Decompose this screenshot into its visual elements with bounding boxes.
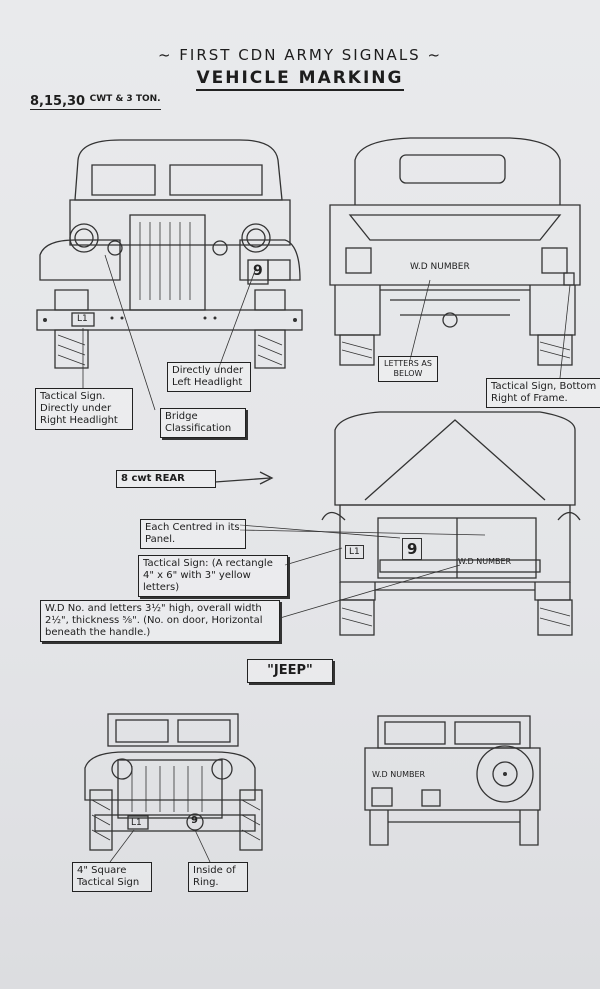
rear8-wd-number: W.D NUMBER [458,557,512,566]
rear-arrow [214,471,274,485]
jeep-rear-drawing [364,715,541,846]
jeep-bridge-number: 9 [191,815,198,826]
leader-wd-door [279,564,461,619]
jeep-front-drawing [84,713,263,851]
leader-wd-rear [409,279,431,361]
rear8-tactical-plate: L1 [345,545,364,559]
callout-wd-letters-size: W.D No. and letters 3½" high, overall wi… [40,600,280,642]
callout-bridge-classification: Bridge Classification [160,408,246,438]
leader-tactical-rear [559,284,571,379]
vehicle-class-reference: 8,15,30 CWT & 3 TON. [30,94,161,110]
leader-tactical-rect [284,547,343,566]
page-title: VEHICLE MARKING [0,68,600,91]
callout-left-headlight: Directly under Left Headlight [167,362,251,392]
callout-tactical-bottom-right: Tactical Sign, Bottom Right of Frame. [486,378,600,408]
callout-tactical-sign-front: Tactical Sign. Directly under Right Head… [35,388,133,430]
leader-jeep-ring [194,829,211,863]
jeep-tactical-plate: L1 [131,818,142,828]
leader-bridge [104,254,156,411]
truck-front-drawing [36,139,303,369]
front-bridge-number: 9 [253,263,263,279]
rear-wd-number: W.D NUMBER [410,262,470,272]
front-tactical-plate: L1 [77,314,88,324]
callout-tactical-rectangle: Tactical Sign: (A rectangle 4" x 6" with… [138,555,288,597]
truck-rear-drawing [329,137,581,366]
jeep-wd-number: W.D NUMBER [372,770,426,779]
callout-letters-as-below: LETTERS AS BELOW [378,356,438,382]
callout-jeep-square-sign: 4" Square Tactical Sign [72,862,152,892]
label-8cwt-rear: 8 cwt REAR [116,470,216,488]
callout-jeep-inside-ring: Inside of Ring. [188,862,248,892]
unit-heading: ~ FIRST CDN ARMY SIGNALS ~ [157,46,443,64]
leader-jeep-square [109,829,135,863]
rear8-bridge-number: 9 [402,538,423,560]
leader-left-headlight [217,267,257,371]
label-jeep: "JEEP" [247,659,333,683]
leader-centred-2 [239,529,486,536]
rear-8cwt-drawing [321,411,581,636]
callout-each-centred: Each Centred in its Panel. [140,519,246,549]
